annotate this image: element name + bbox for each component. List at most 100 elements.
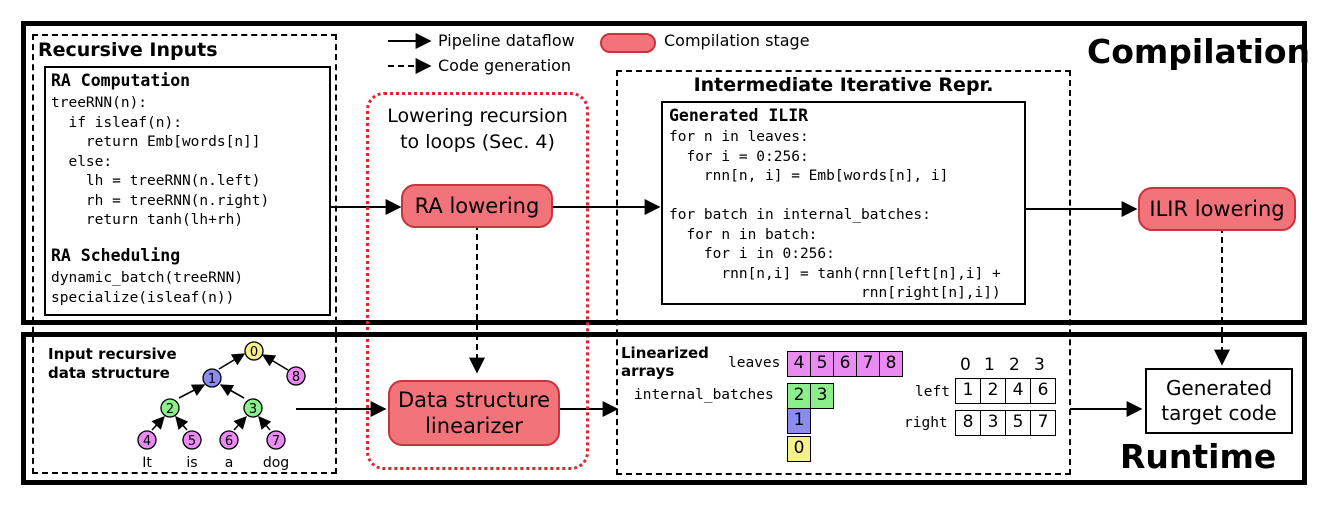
code-line: rnn[right[n],i]) — [669, 285, 1001, 301]
tree-word-3: dog — [263, 455, 289, 471]
leaves-cell: 5 — [810, 351, 834, 377]
target-code-line1: Generated — [1165, 376, 1273, 400]
tree-node-0 — [244, 341, 264, 361]
tree-node-2 — [160, 398, 180, 418]
left-cell: 4 — [1005, 378, 1031, 404]
arrays-title-line2: arrays — [621, 362, 675, 380]
ra-computation-code: treeRNN(n): if isleaf(n): return Emb[wor… — [51, 94, 269, 231]
code-line: for n in batch: — [669, 226, 818, 243]
target-code-box[interactable]: Generated target code — [1145, 368, 1293, 434]
ra-scheduling-title: RA Scheduling — [51, 246, 181, 265]
leaves-label: leaves — [728, 355, 781, 371]
ra-scheduling-code: dynamic_batch(treeRNN) specialize(isleaf… — [51, 269, 243, 308]
tree-label-0: 0 — [250, 345, 258, 360]
input-structure-title-line1: Input recursive — [48, 345, 177, 363]
legend-codegen-label: Code generation — [438, 56, 572, 75]
right-cell: 3 — [980, 410, 1006, 436]
tree-label-4: 4 — [143, 434, 151, 449]
code-line: rh = treeRNN(n.right) — [51, 192, 270, 209]
ilir-lowering-stage[interactable]: ILIR lowering — [1138, 187, 1296, 231]
left-cell: 6 — [1030, 378, 1056, 404]
linearizer-stage[interactable]: Data structure linearizer — [388, 380, 560, 446]
ilir-code-box — [661, 101, 1026, 305]
internal-batch-cell: 1 — [787, 408, 811, 434]
code-line: else: — [51, 153, 113, 170]
linearizer-label-line1: Data structure — [397, 388, 551, 412]
ra-computation-title: RA Computation — [51, 71, 191, 90]
right-cell: 7 — [1030, 410, 1056, 436]
tree-label-3: 3 — [249, 402, 257, 417]
runtime-frame — [21, 332, 1307, 485]
ilir-section-frame — [616, 70, 1071, 475]
legend-stage-label: Compilation stage — [664, 31, 810, 50]
input-structure-title: Input recursive data structure — [48, 345, 177, 383]
code-line: specialize(isleaf(n)) — [51, 289, 235, 306]
legend-stage-swatch — [600, 33, 656, 53]
code-line: treeRNN(n): — [51, 95, 148, 111]
leaves-cell: 4 — [787, 351, 811, 377]
code-line: rnn[n,i] = tanh(rnn[left[n],i] + — [669, 265, 1001, 282]
code-line: for i = 0:256: — [669, 148, 809, 165]
tree-label-8: 8 — [292, 370, 300, 385]
index-2: 2 — [1009, 355, 1020, 375]
leaves-cell: 7 — [856, 351, 880, 377]
code-line: return Emb[words[n]] — [51, 134, 261, 150]
internal-batch-cell: 2 — [787, 383, 811, 409]
tree-word-1: is — [186, 455, 197, 471]
tree-node-8 — [286, 366, 306, 386]
leaves-cell: 6 — [833, 351, 857, 377]
internal-batches-label: internal_batches — [634, 387, 774, 403]
tree-node-6 — [219, 430, 239, 450]
code-line: lh = treeRNN(n.left) — [51, 173, 261, 189]
leaves-cell: 8 — [879, 351, 903, 377]
runtime-title: Runtime — [1120, 437, 1277, 476]
tree-node-3 — [243, 398, 263, 418]
code-line: dynamic_batch(treeRNN) — [51, 270, 244, 286]
ilir-code-title: Generated ILIR — [669, 106, 809, 125]
compilation-frame — [21, 21, 1307, 325]
recursive-inputs-frame — [32, 34, 337, 474]
ra-lowering-label: RA lowering — [414, 194, 540, 218]
tree-word-2: a — [225, 455, 234, 471]
tree-label-7: 7 — [272, 434, 280, 449]
code-line: if isleaf(n): — [51, 114, 182, 131]
right-cell: 8 — [955, 410, 981, 436]
tree-label-6: 6 — [225, 434, 233, 449]
arrays-title-line1: Linearized — [621, 344, 709, 362]
ilir-section-title: Intermediate Iterative Repr. — [693, 74, 994, 96]
index-1: 1 — [984, 355, 995, 375]
code-line: rnn[n, i] = Emb[words[n], i] — [669, 168, 949, 184]
index-3: 3 — [1034, 355, 1045, 375]
left-cell: 2 — [980, 378, 1006, 404]
legend-dataflow-label: Pipeline dataflow — [438, 31, 575, 50]
lowering-note-line2: to loops (Sec. 4) — [400, 131, 555, 153]
code-line: return tanh(lh+rh) — [51, 212, 244, 228]
arrays-title: Linearized arrays — [621, 344, 709, 380]
input-structure-title-line2: data structure — [48, 364, 170, 382]
left-cell: 1 — [955, 378, 981, 404]
ilir-code: for n in leaves: for i = 0:256: rnn[n, i… — [669, 128, 1001, 304]
ra-code-box — [44, 66, 331, 316]
tree-node-4 — [137, 430, 157, 450]
target-code-line2: target code — [1161, 401, 1277, 425]
tree-node-1 — [202, 368, 222, 388]
code-line: for i in 0:256: — [669, 246, 835, 262]
tree-word-0: It — [142, 455, 152, 471]
code-line: for n in leaves: — [669, 129, 809, 145]
linearizer-label-line2: linearizer — [425, 414, 523, 438]
right-cell: 5 — [1005, 410, 1031, 436]
code-line — [669, 187, 1001, 207]
tree-node-7 — [266, 430, 286, 450]
lowering-note: Lowering recursion to loops (Sec. 4) — [366, 103, 589, 155]
tree-edges — [151, 353, 289, 431]
tree-label-1: 1 — [208, 372, 216, 387]
internal-batch-cell: 3 — [810, 383, 834, 409]
ra-lowering-stage[interactable]: RA lowering — [401, 184, 553, 228]
tree-label-2: 2 — [166, 402, 174, 417]
internal-batch-cell: 0 — [787, 436, 811, 462]
left-label: left — [915, 384, 950, 400]
right-label: right — [904, 415, 948, 431]
tree-node-5 — [182, 430, 202, 450]
index-0: 0 — [960, 355, 971, 375]
